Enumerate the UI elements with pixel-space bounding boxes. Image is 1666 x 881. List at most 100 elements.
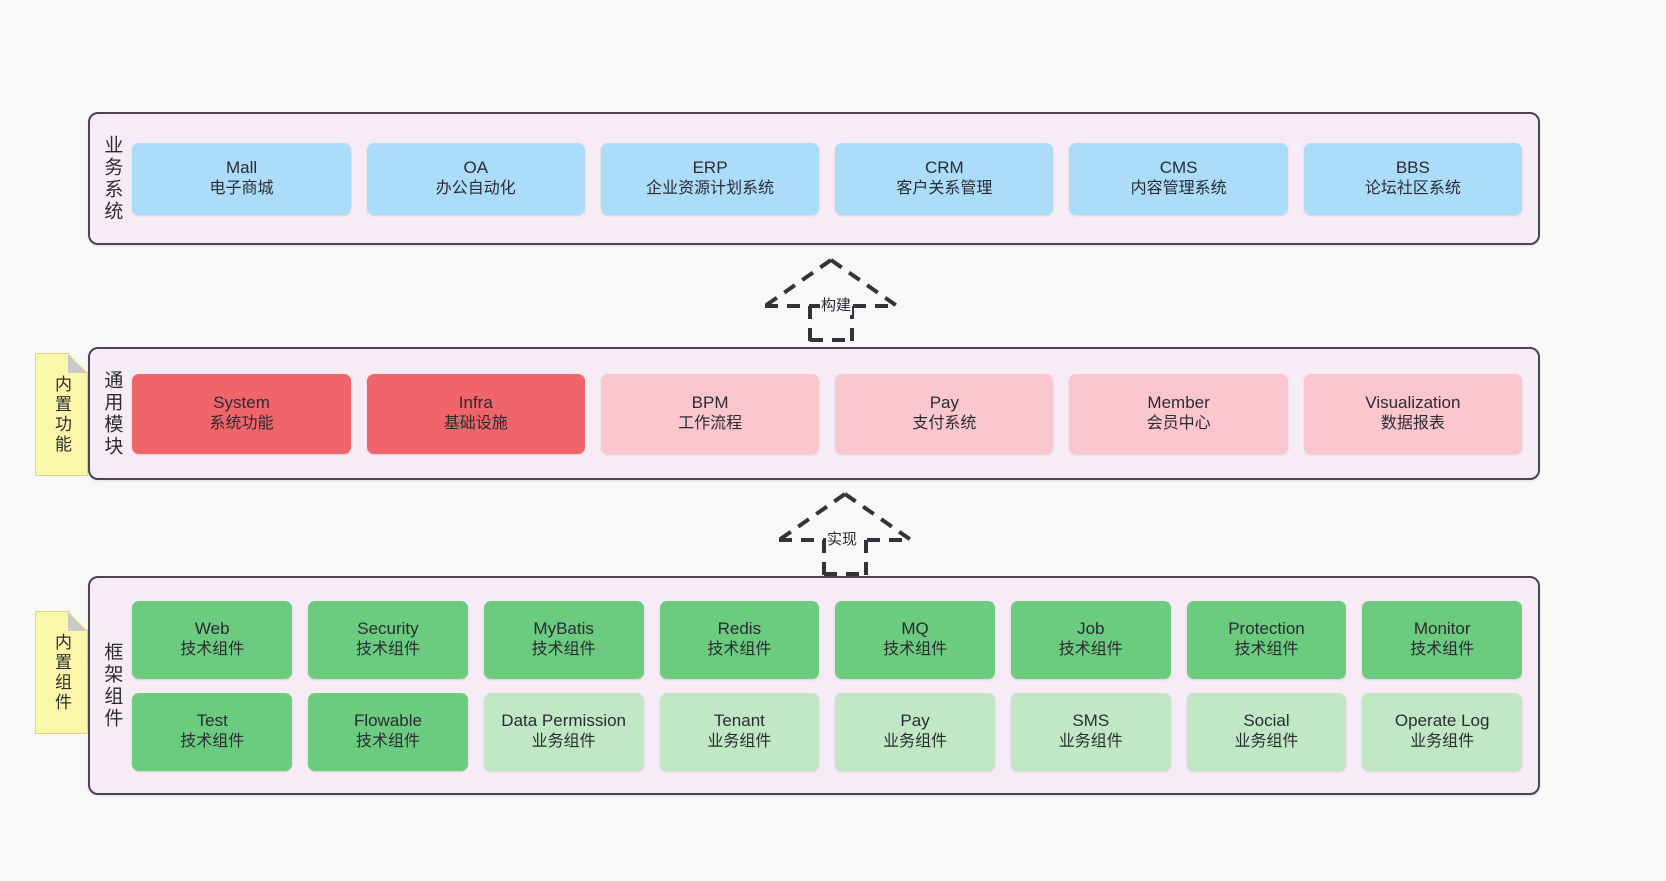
- node-system[interactable]: System 系统功能: [132, 373, 351, 454]
- node-data-permission-en: Data Permission: [501, 711, 627, 731]
- node-sms[interactable]: SMS 业务组件: [1010, 692, 1171, 771]
- node-security[interactable]: Security 技术组件: [308, 600, 468, 679]
- node-mall[interactable]: Mall 电子商城: [132, 142, 351, 215]
- node-pay-module-en: Pay: [929, 393, 959, 413]
- node-sms-cn: 业务组件: [1058, 733, 1123, 751]
- node-flowable-en: Flowable: [353, 711, 422, 731]
- node-member[interactable]: Member 会员中心: [1069, 373, 1288, 454]
- node-security-en: Security: [357, 619, 419, 639]
- node-job-cn: 技术组件: [1058, 641, 1123, 659]
- layer-business-systems[interactable]: 业务系统 Mall 电子商城 OA 办公自动化 ERP 企业资源计划系统 CRM: [88, 112, 1540, 245]
- framework-node-row-1: Web 技术组件 Security 技术组件 MyBatis 技术组件 Redi…: [132, 600, 1523, 679]
- node-erp-cn: 企业资源计划系统: [646, 180, 775, 198]
- node-tenant-cn: 业务组件: [707, 733, 772, 751]
- connector-build: 构建: [756, 256, 906, 342]
- note-builtin-component-label: 内置组件: [52, 632, 71, 713]
- node-job[interactable]: Job 技术组件: [1010, 600, 1171, 679]
- connector-implement: 实现: [770, 490, 920, 576]
- node-pay-component-en: Pay: [900, 711, 930, 731]
- node-mall-cn: 电子商城: [209, 180, 274, 198]
- node-cms[interactable]: CMS 内容管理系统: [1069, 142, 1288, 215]
- node-crm[interactable]: CRM 客户关系管理: [835, 142, 1054, 215]
- node-oa-en: OA: [463, 158, 489, 178]
- node-data-permission-cn: 业务组件: [531, 733, 596, 751]
- node-infra-en: Infra: [458, 393, 493, 413]
- node-infra[interactable]: Infra 基础设施: [366, 373, 585, 454]
- node-visualization-cn: 数据报表: [1380, 415, 1445, 433]
- node-protection-en: Protection: [1228, 619, 1305, 639]
- node-bbs-cn: 论坛社区系统: [1364, 180, 1461, 198]
- node-mq-en: MQ: [901, 619, 929, 639]
- node-system-en: System: [213, 393, 270, 413]
- layer-framework-components[interactable]: 框架组件 Web 技术组件 Security 技术组件 MyBatis 技术组件…: [88, 576, 1540, 795]
- node-redis[interactable]: Redis 技术组件: [659, 600, 820, 679]
- layer-body-framework: Web 技术组件 Security 技术组件 MyBatis 技术组件 Redi…: [128, 578, 1538, 793]
- note-builtin-component[interactable]: 内置组件: [35, 611, 88, 734]
- node-web[interactable]: Web 技术组件: [132, 600, 293, 679]
- business-node-row: Mall 电子商城 OA 办公自动化 ERP 企业资源计划系统 CRM 客户关系…: [132, 142, 1522, 215]
- node-bbs[interactable]: BBS 论坛社区系统: [1303, 142, 1522, 215]
- node-crm-en: CRM: [924, 158, 964, 178]
- connector-implement-label: 实现: [826, 528, 859, 549]
- node-sms-en: SMS: [1072, 711, 1110, 731]
- node-test-en: Test: [196, 711, 228, 731]
- node-mq-cn: 技术组件: [883, 641, 948, 659]
- node-pay-module-cn: 支付系统: [912, 415, 977, 433]
- node-cms-cn: 内容管理系统: [1130, 180, 1227, 198]
- node-social-cn: 业务组件: [1234, 733, 1299, 751]
- node-social[interactable]: Social 业务组件: [1186, 692, 1347, 771]
- note-fold-corner-icon: [68, 612, 87, 631]
- node-visualization[interactable]: Visualization 数据报表: [1303, 373, 1522, 454]
- node-operate-log-cn: 业务组件: [1410, 733, 1475, 751]
- node-test[interactable]: Test 技术组件: [132, 692, 293, 771]
- node-oa-cn: 办公自动化: [435, 180, 516, 198]
- node-protection-cn: 技术组件: [1234, 641, 1299, 659]
- node-visualization-en: Visualization: [1365, 393, 1461, 413]
- node-pay-component[interactable]: Pay 业务组件: [835, 692, 995, 771]
- node-mq[interactable]: MQ 技术组件: [835, 600, 995, 679]
- node-mybatis[interactable]: MyBatis 技术组件: [483, 600, 644, 679]
- node-bbs-en: BBS: [1395, 158, 1430, 178]
- node-monitor-cn: 技术组件: [1410, 641, 1475, 659]
- node-pay-component-cn: 业务组件: [883, 733, 948, 751]
- node-member-en: Member: [1147, 393, 1210, 413]
- node-pay-module[interactable]: Pay 支付系统: [835, 373, 1054, 454]
- note-fold-corner-icon: [68, 354, 87, 373]
- node-redis-en: Redis: [717, 619, 762, 639]
- note-builtin-function[interactable]: 内置功能: [35, 353, 88, 476]
- node-data-permission[interactable]: Data Permission 业务组件: [483, 692, 644, 771]
- node-mybatis-en: MyBatis: [533, 619, 594, 639]
- node-monitor-en: Monitor: [1413, 619, 1471, 639]
- node-bpm[interactable]: BPM 工作流程: [600, 373, 820, 454]
- layer-title-modules: 通用模块: [101, 369, 123, 458]
- node-protection[interactable]: Protection 技术组件: [1186, 600, 1347, 679]
- node-oa[interactable]: OA 办公自动化: [366, 142, 585, 215]
- node-member-cn: 会员中心: [1146, 415, 1211, 433]
- node-operate-log[interactable]: Operate Log 业务组件: [1362, 692, 1523, 771]
- node-mall-en: Mall: [225, 158, 258, 178]
- layer-title-framework: 框架组件: [101, 641, 123, 730]
- layer-body-modules: System 系统功能 Infra 基础设施 BPM 工作流程 Pay 支付系统…: [128, 349, 1538, 478]
- layer-body-business: Mall 电子商城 OA 办公自动化 ERP 企业资源计划系统 CRM 客户关系…: [128, 114, 1538, 243]
- node-flowable[interactable]: Flowable 技术组件: [308, 692, 468, 771]
- layer-title-business: 业务系统: [101, 134, 123, 223]
- node-test-cn: 技术组件: [180, 733, 245, 751]
- node-crm-cn: 客户关系管理: [896, 180, 993, 198]
- node-operate-log-en: Operate Log: [1394, 711, 1490, 731]
- node-erp[interactable]: ERP 企业资源计划系统: [600, 142, 820, 215]
- modules-node-row: System 系统功能 Infra 基础设施 BPM 工作流程 Pay 支付系统…: [132, 373, 1522, 454]
- node-system-cn: 系统功能: [209, 415, 274, 433]
- layer-common-modules[interactable]: 通用模块 System 系统功能 Infra 基础设施 BPM 工作流程 Pay: [88, 347, 1540, 480]
- node-web-cn: 技术组件: [180, 641, 245, 659]
- note-builtin-function-label: 内置功能: [52, 374, 71, 455]
- node-job-en: Job: [1077, 619, 1105, 639]
- node-bpm-en: BPM: [691, 393, 729, 413]
- node-tenant[interactable]: Tenant 业务组件: [659, 692, 820, 771]
- node-bpm-cn: 工作流程: [678, 415, 743, 433]
- node-cms-en: CMS: [1159, 158, 1198, 178]
- node-flowable-cn: 技术组件: [355, 733, 420, 751]
- node-redis-cn: 技术组件: [707, 641, 772, 659]
- node-monitor[interactable]: Monitor 技术组件: [1362, 600, 1523, 679]
- node-erp-en: ERP: [692, 158, 728, 178]
